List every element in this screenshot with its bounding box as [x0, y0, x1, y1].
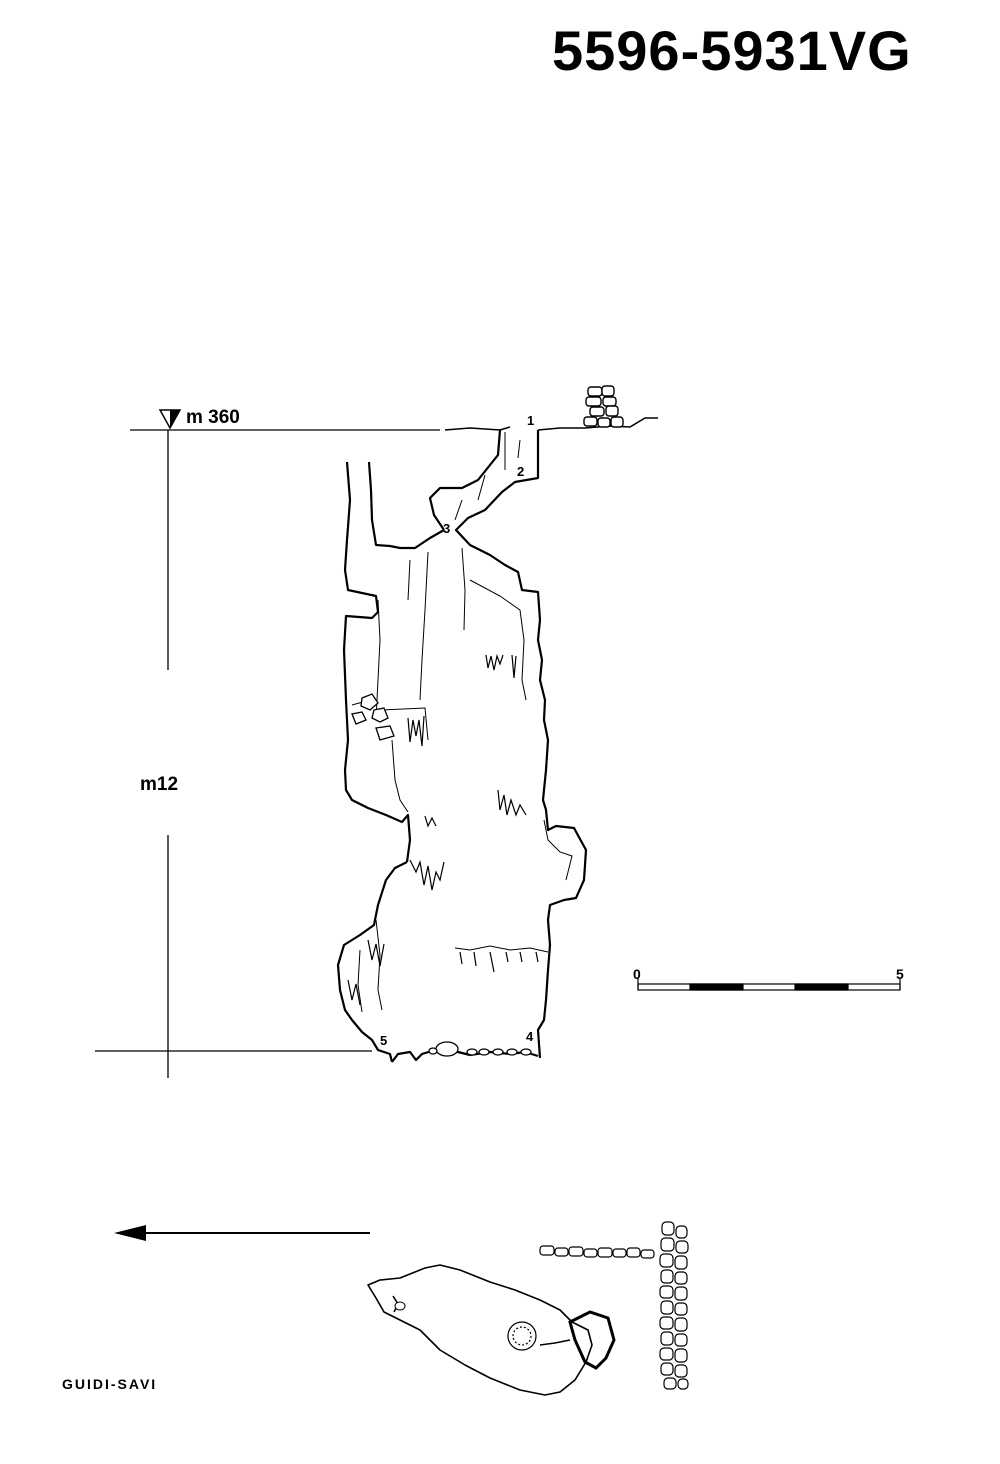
surveyor-credit: GUIDI-SAVI [62, 1376, 158, 1392]
shaft-entrance-outline [568, 1310, 616, 1370]
cairn-icon [583, 385, 624, 428]
station-5: 5 [380, 1033, 387, 1048]
stalactite-details [347, 653, 539, 1006]
survey-stations: 1 2 3 4 5 [380, 413, 534, 1048]
ground-surface [444, 417, 658, 431]
rock-icon [394, 1301, 406, 1311]
north-arrow-icon [114, 1225, 370, 1241]
depth-label: m12 [140, 774, 179, 795]
cave-section-outline [336, 429, 588, 1063]
entrance-elevation-label: m 360 [186, 407, 240, 428]
scale-start-label: 0 [633, 966, 641, 982]
stone-wall-vertical [659, 1221, 689, 1390]
cave-catalog-number: 5596-5931VG [552, 19, 912, 82]
reference-lines [95, 429, 440, 1078]
cave-plan-outline [367, 1264, 593, 1396]
station-1: 1 [527, 413, 534, 428]
stone-wall-horizontal [539, 1245, 655, 1259]
scale-end-label: 5 [896, 966, 904, 982]
station-4: 4 [526, 1029, 534, 1044]
station-3: 3 [443, 521, 450, 536]
elevation-marker-icon [158, 409, 182, 430]
station-2: 2 [517, 464, 524, 479]
scale-bar [637, 978, 901, 991]
boulder-icon [351, 693, 532, 1057]
cave-wall-details [351, 432, 573, 1013]
pit-icon [507, 1321, 537, 1351]
